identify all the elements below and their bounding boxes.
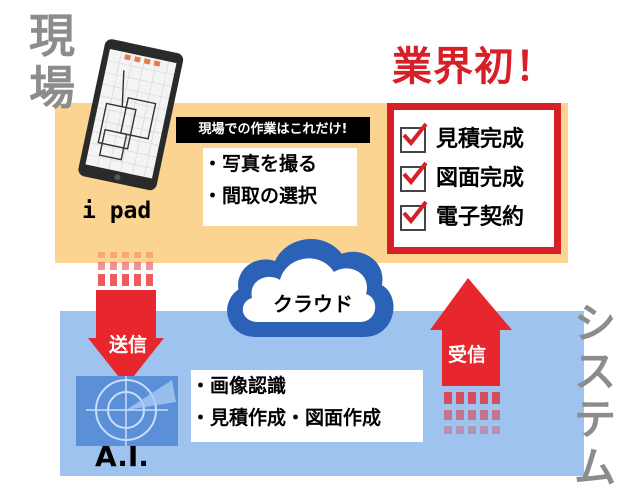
tablet-icon [78,39,184,191]
checklist-item: 見積完成 [400,122,550,157]
device-label: i pad [82,198,152,224]
ai-label: A.I. [95,440,149,473]
ai-task-list: ・画像認識 ・見積作成・図面作成 [191,370,423,442]
cloud-label: クラウド [273,292,353,316]
list-item: ・見積作成・図面作成 [191,407,382,429]
send-arrow [88,252,164,386]
system-label: シ ス テ ム [573,299,616,492]
results-checklist: 見積完成 図面完成 電子契約 [387,103,561,254]
checklist-item: 図面完成 [400,161,550,196]
list-item: ・写真を撮る [203,153,318,175]
send-label: 送信 [109,334,148,356]
onsite-label: 現 場 [29,9,75,115]
checkbox-icon [400,200,428,231]
ai-radar-icon [76,376,178,446]
receive-arrow [430,278,512,434]
headline: 業界初！ [392,44,556,90]
onsite-note: 現場での作業はこれだけ! [176,117,370,143]
checkbox-icon [400,122,428,153]
list-item: ・画像認識 [191,375,287,397]
onsite-task-list: ・写真を撮る ・間取の選択 [203,148,357,226]
list-item: ・間取の選択 [203,185,318,207]
checklist-item: 電子契約 [400,200,550,235]
checkbox-icon [400,161,428,192]
cloud-icon [227,239,394,337]
receive-label: 受信 [448,344,487,366]
